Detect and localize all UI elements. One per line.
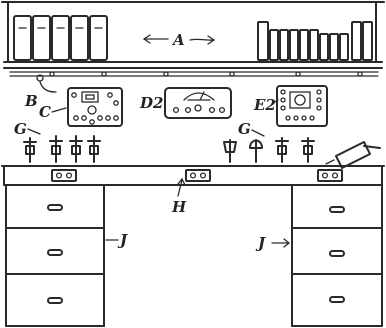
plug-2 [49,135,63,163]
label-h-group: H [171,177,187,216]
plug-5 [223,139,237,163]
label-d2: D2 [139,94,163,112]
label-j-left-group: J [105,231,128,249]
left-cabinet [5,184,105,327]
drawer-handle [329,206,345,213]
plug-1 [23,137,37,163]
bench-top [1,165,385,186]
instrument-c [67,87,123,127]
outlets [51,169,343,182]
outlet-right [317,169,343,182]
label-b: B [24,92,38,110]
label-g-left-group: G [14,120,41,138]
drawer-handle [329,296,345,303]
plug-6 [249,139,263,163]
label-a-group: A [142,31,216,49]
label-e2: E2 [253,96,276,114]
drawer-handle [47,204,63,211]
plugs-right [223,137,315,163]
drawer-handle [329,250,345,257]
label-h: H [171,198,187,216]
label-d2-group: D2 [139,94,163,112]
right-books [257,21,373,61]
label-g-left: G [14,120,27,138]
plug-4 [87,135,101,163]
soldering-iron [325,141,381,169]
plug-3 [69,135,83,163]
plug-8 [301,137,315,163]
label-c-group: C [39,103,67,121]
left-books [13,15,108,61]
label-a: A [171,31,185,49]
drawer-handle [47,249,63,256]
label-e2-group: E2 [253,96,279,114]
label-j-right: J [255,234,266,252]
label-g-right: G [238,120,251,138]
label-b-group: B [24,81,57,110]
label-g-right-group: G [238,120,265,138]
right-cabinet [291,184,383,327]
label-c: C [39,103,51,121]
outlet-center [185,169,211,182]
label-j-left: J [117,231,128,249]
label-j-right-group: J [255,234,291,252]
drawer-handle [47,297,63,304]
plug-7 [275,137,289,163]
instrument-e2 [276,85,328,127]
outlet-left [51,169,77,182]
instrument-d2 [164,87,232,119]
dotted-rail [9,71,379,82]
plugs-left [23,135,101,163]
top-shelf [1,1,385,69]
